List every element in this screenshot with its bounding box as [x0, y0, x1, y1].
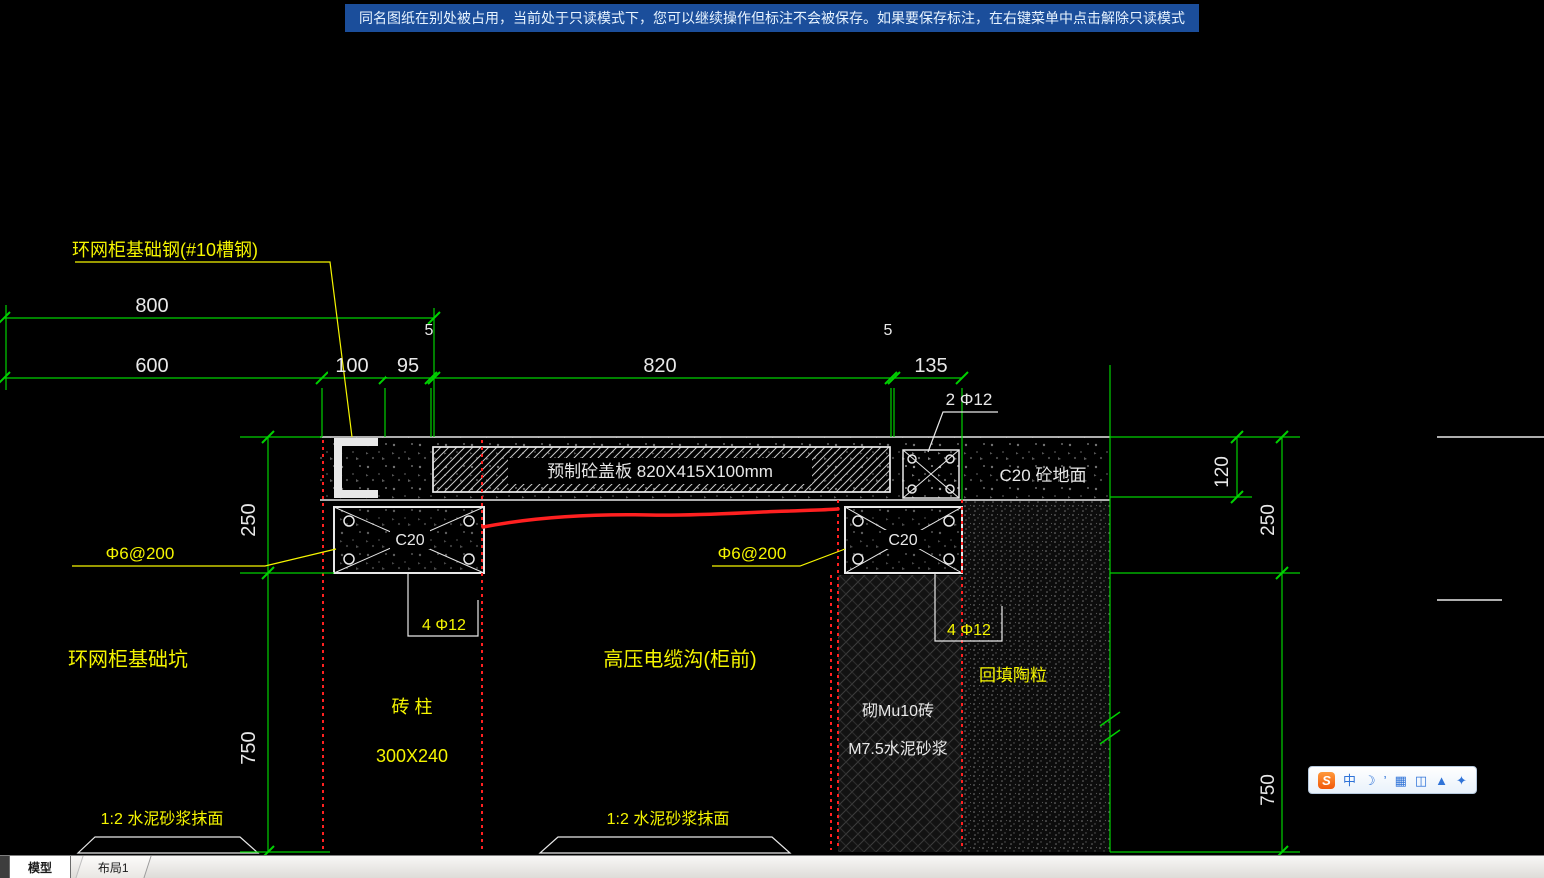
channel-steel-section: [334, 438, 378, 498]
ground-lines: [320, 436, 1544, 601]
leader-layer: [72, 261, 1003, 642]
slab-label: 预制砼盖板 820X415X100mm: [547, 462, 773, 481]
extension-lines: [5, 305, 1300, 853]
backfill-label: 回填陶粒: [979, 666, 1047, 685]
redline-markup-stroke: [481, 507, 840, 529]
white-leaders: [407, 411, 1003, 642]
break-symbol: [1099, 711, 1121, 745]
dim-135: 135: [914, 355, 947, 377]
trench-label: 高压电缆沟(柜前): [603, 648, 756, 671]
cad-canvas[interactable]: 环网柜基础钢(#10槽钢) 800 600 100 95 820 135 5 5…: [0, 0, 1544, 859]
sogou-logo-icon[interactable]: S: [1318, 771, 1335, 789]
readonly-notice-text: 同名图纸在别处被占用，当前处于只读模式下，您可以继续操作但标注不会被保存。如果要…: [359, 10, 1185, 26]
stirrup-left-label: Φ6@200: [106, 544, 175, 563]
pit-label: 环网柜基础坑: [68, 648, 188, 671]
column-label: 砖 柱: [391, 697, 432, 717]
mortar-label: M7.5水泥砂浆: [848, 740, 948, 758]
concrete-left-label: C20: [395, 532, 424, 549]
floor-label: C20 砼地面: [1000, 466, 1087, 485]
dim-820: 820: [643, 355, 676, 377]
dimension-lines: [4, 317, 1283, 852]
backfill-texture: [962, 500, 1110, 852]
render-mid-label: 1:2 水泥砂浆抹面: [607, 810, 730, 828]
punctuation-icon[interactable]: ’: [1383, 772, 1387, 788]
soft-keyboard-icon[interactable]: ▦: [1394, 772, 1407, 788]
dim-5-right: 5: [884, 322, 893, 339]
brick-wall-hatch: [838, 575, 962, 852]
chinese-english-icon[interactable]: 中: [1343, 772, 1357, 788]
dim-600: 600: [135, 355, 168, 377]
rebar-top-label: 2 Φ12: [946, 390, 993, 409]
skin-icon[interactable]: ▲: [1435, 772, 1449, 788]
dim-750-left: 750: [238, 731, 260, 764]
ime-toolbar: S 中 ☽ ’ ▦ ◫ ▲ ✦: [1308, 766, 1477, 794]
tab-layout1-label: 布局1: [98, 860, 129, 875]
structure-layer: [76, 436, 1544, 854]
rebar-block-top: [902, 449, 960, 499]
tab-model-label: 模型: [28, 860, 53, 875]
cad-drawing: 环网柜基础钢(#10槽钢) 800 600 100 95 820 135 5 5…: [0, 240, 1544, 859]
dim-250-left: 250: [238, 503, 260, 536]
annotation-texts: 环网柜基础钢(#10槽钢) 800 600 100 95 820 135 5 5…: [68, 240, 1279, 828]
mortar-screed-outline: [76, 836, 792, 854]
dim-120-right: 120: [1212, 456, 1233, 488]
dim-100: 100: [335, 355, 368, 377]
dim-750-right: 750: [1258, 774, 1279, 806]
cover-slab: [432, 446, 891, 493]
toolbox-icon[interactable]: ✦: [1456, 772, 1467, 788]
dimension-layer: [0, 305, 1300, 859]
redline-layer: [322, 440, 963, 850]
render-left-label: 1:2 水泥砂浆抹面: [101, 810, 224, 828]
fullhalf-width-icon[interactable]: ☽: [1364, 772, 1376, 788]
brick-label: 砌Mu10砖: [862, 702, 934, 720]
dimension-ticks: [0, 311, 1289, 859]
readonly-notice: 同名图纸在别处被占用，当前处于只读模式下，您可以继续操作但标注不会被保存。如果要…: [345, 4, 1199, 32]
tab-layout1[interactable]: 布局1: [75, 856, 152, 878]
dim-5-left: 5: [425, 322, 434, 339]
column-size-label: 300X240: [376, 746, 448, 766]
text-chips: [128, 295, 955, 549]
tab-bar-corner: [0, 856, 9, 878]
leader-title-label: 环网柜基础钢(#10槽钢): [72, 240, 258, 260]
stirrup-mid-label: Φ6@200: [718, 544, 787, 563]
clipboard-icon[interactable]: ◫: [1414, 772, 1428, 788]
wall-edge-lines: [322, 440, 963, 850]
dim-250-right: 250: [1258, 504, 1279, 536]
rebar-right-label: 4 Φ12: [947, 622, 991, 639]
dim-800: 800: [135, 295, 168, 317]
layout-tab-bar: 模型 布局1: [0, 855, 1544, 878]
concrete-right-label: C20: [888, 532, 917, 549]
yellow-leaders: [72, 261, 846, 567]
dim-95: 95: [397, 355, 419, 377]
rebar-left-label: 4 Φ12: [422, 617, 466, 634]
tab-model[interactable]: 模型: [9, 856, 72, 878]
